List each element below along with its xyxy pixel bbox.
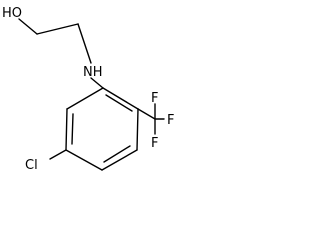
ring-double-bond-3	[71, 113, 74, 145]
amine-label: NH	[83, 65, 103, 80]
ring-double-bond-2	[103, 145, 131, 163]
bond-ring-cf3	[137, 108, 156, 120]
ring-double-bond-1	[105, 94, 133, 112]
ring-bond-1	[102, 87, 139, 110]
structure-diagram: HO NH Cl F F F	[2, 6, 174, 173]
ring-bond-2	[136, 108, 139, 151]
bond-c2-n	[77, 23, 92, 64]
fluorine-right-label: F	[167, 113, 174, 128]
fluorine-lower-label: F	[151, 136, 158, 151]
chlorine-label: Cl	[25, 158, 38, 173]
bond-o-c1	[18, 18, 38, 35]
ring-bond-4	[65, 149, 103, 171]
bond-ring-cl	[49, 149, 67, 160]
bond-n-ring	[90, 77, 104, 89]
ring-bond-6	[66, 87, 104, 110]
hydroxyl-label: HO	[2, 6, 22, 21]
fluorine-upper-label: F	[151, 91, 158, 106]
ring-bond-3	[101, 149, 138, 171]
ring-bond-5	[65, 108, 68, 151]
bond-c1-c2	[36, 23, 79, 35]
